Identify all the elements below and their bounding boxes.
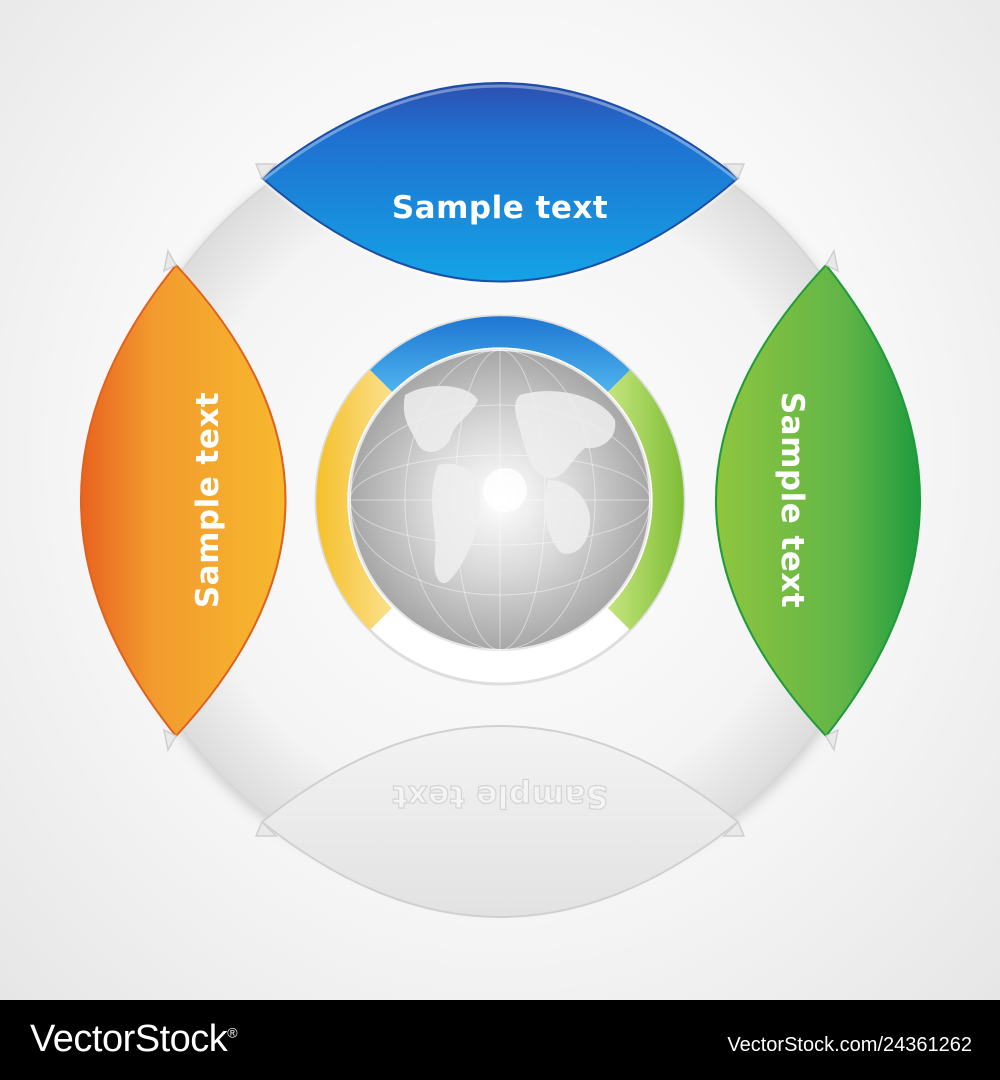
segment-left-label: Sample text — [190, 392, 226, 608]
four-segment-circle-diagram: Sample text Sample text Sample text Samp… — [80, 82, 921, 918]
center-ring-yellow — [316, 370, 392, 630]
segment-top-label: Sample text — [392, 190, 608, 226]
registered-mark: ® — [227, 1024, 238, 1041]
diagram-canvas: Sample text Sample text Sample text Samp… — [0, 0, 1000, 1000]
watermark-footer: VectorStock® VectorStock.com/24361262 — [0, 1000, 1000, 1080]
segment-bottom-label: Sample text — [392, 778, 608, 814]
center-ring-blue — [370, 316, 630, 392]
globe-icon — [349, 349, 651, 651]
center-ring-green — [608, 370, 684, 630]
segment-tabs — [162, 163, 840, 837]
brand-name: VectorStock — [30, 1018, 228, 1060]
segment-right-label: Sample text — [774, 392, 810, 608]
brand-logo: VectorStock® — [30, 1018, 238, 1061]
stock-image-id: VectorStock.com/24361262 — [727, 1034, 972, 1056]
segment-top-highlight — [259, 84, 741, 286]
